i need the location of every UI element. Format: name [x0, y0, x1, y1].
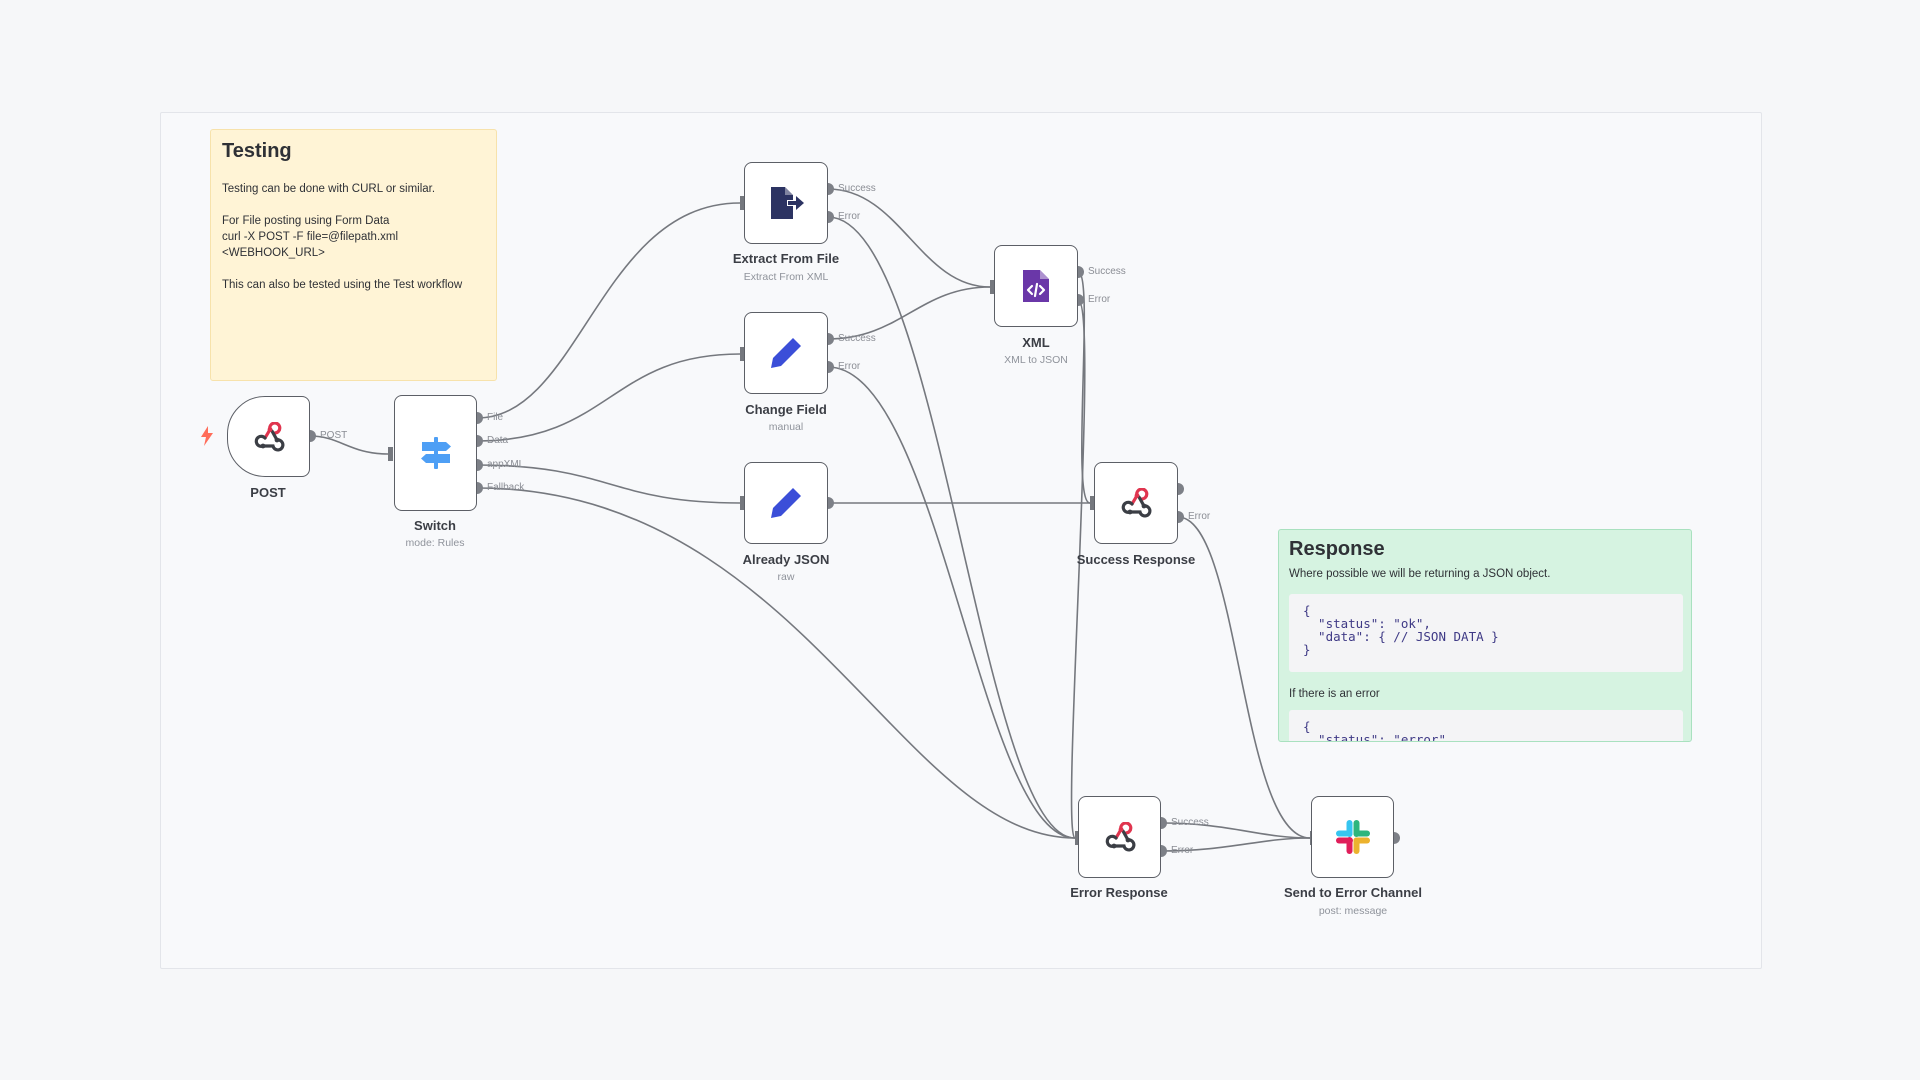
port-label-switch-file: File [487, 412, 504, 423]
port-label-successresp-error: Error [1188, 511, 1211, 522]
port-label-switch-appxml: appXML [487, 459, 525, 470]
port-label-change-success: Success [838, 333, 876, 344]
node-change-title: Change Field [745, 402, 827, 417]
port-label-change-error: Error [838, 361, 861, 372]
port-label-xml-success: Success [1088, 266, 1126, 277]
node-post-title: POST [250, 485, 286, 500]
sticky-response-error-intro: If there is an error [1289, 688, 1380, 700]
node-already-title: Already JSON [742, 552, 830, 567]
node-switch-title: Switch [414, 518, 456, 533]
node-success-response[interactable] [1094, 462, 1178, 544]
slack-icon [1335, 820, 1370, 854]
node-xml[interactable] [994, 245, 1078, 327]
node-send-to-error-channel[interactable] [1311, 796, 1394, 878]
trigger-bolt-icon [201, 426, 213, 446]
node-error-response[interactable] [1078, 796, 1161, 878]
node-already-json[interactable] [744, 462, 828, 544]
node-switch[interactable] [394, 395, 477, 511]
node-slack-title: Send to Error Channel [1284, 885, 1422, 900]
node-xml-title: XML [1022, 335, 1050, 350]
sticky-note-testing[interactable]: Testing Testing can be done with CURL or… [210, 129, 497, 381]
port-label-switch-fallback: Fallback [487, 482, 525, 493]
node-change-field[interactable] [744, 312, 828, 394]
port-label-xml-error: Error [1088, 294, 1111, 305]
node-success-response-title: Success Response [1076, 552, 1196, 567]
node-extract-subtitle: Extract From XML [743, 271, 829, 283]
file-export-icon [771, 187, 804, 219]
sticky-testing-title: Testing [222, 140, 292, 162]
webhook-icon [1121, 488, 1152, 518]
node-slack-subtitle: post: message [1318, 905, 1388, 917]
port-label-extract-error: Error [838, 211, 861, 222]
sticky-note-response[interactable]: Response Where possible we will be retur… [1278, 529, 1692, 742]
file-code-icon [1023, 270, 1049, 302]
node-post[interactable] [227, 396, 310, 477]
node-extract-title: Extract From File [732, 251, 840, 266]
sticky-response-intro: Where possible we will be returning a JS… [1289, 568, 1551, 580]
port-label-errorresp-error: Error [1171, 845, 1194, 856]
webhook-icon [1105, 822, 1135, 852]
port-label-errorresp-success: Success [1171, 817, 1209, 828]
port-label-switch-data: Data [487, 435, 509, 446]
pencil-icon [771, 336, 803, 368]
pencil-icon [771, 488, 801, 518]
code-block-error: { "status": "error", [1289, 710, 1683, 741]
port-label-extract-success: Success [838, 183, 876, 194]
node-error-response-title: Error Response [1070, 885, 1168, 900]
signpost-icon [420, 437, 451, 469]
code-block-ok: { "status": "ok", "data": { // JSON DATA… [1289, 594, 1683, 672]
node-already-subtitle: raw [777, 571, 795, 583]
node-change-subtitle: manual [768, 421, 804, 433]
port-label-post: POST [320, 430, 348, 441]
node-extract-from-file[interactable] [744, 162, 828, 244]
node-xml-subtitle: XML to JSON [1004, 354, 1068, 366]
webhook-icon [254, 421, 284, 451]
sticky-testing-body: Testing can be done with CURL or similar… [222, 183, 463, 291]
sticky-response-title: Response [1289, 538, 1385, 560]
node-switch-subtitle: mode: Rules [405, 537, 465, 549]
